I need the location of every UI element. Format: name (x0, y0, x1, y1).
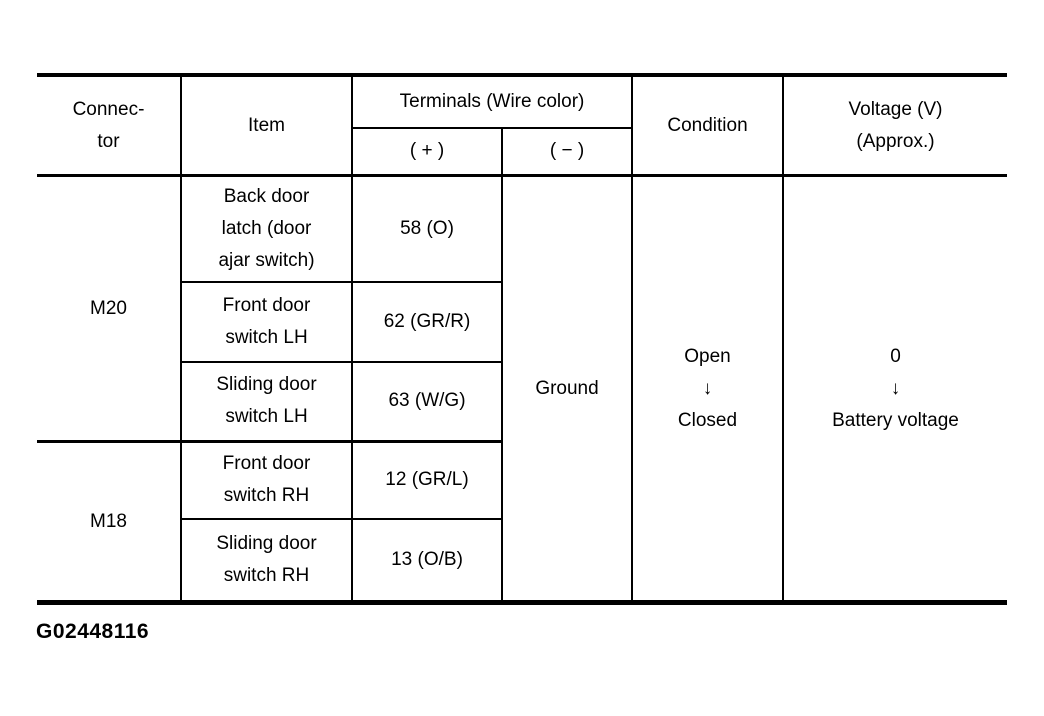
table-row: Sliding door switch RH 13 (O/B) (37, 517, 1007, 605)
header-terminal-minus: ( − ) (501, 126, 633, 177)
cell-terminal-plus: 63 (W/G) (351, 360, 503, 443)
header-terminals: Terminals (Wire color) (351, 73, 633, 129)
cell-item: Front door switch LH (180, 280, 353, 363)
cell-terminal-minus-ground: Ground (501, 174, 633, 605)
cell-item: Sliding door switch LH (180, 360, 353, 443)
cell-terminal-plus: 62 (GR/R) (351, 280, 503, 363)
cell-item: Front door switch RH (180, 440, 353, 520)
table-row: Front door switch LH 62 (GR/R) (37, 280, 1007, 363)
cell-terminal-plus: 13 (O/B) (351, 517, 503, 605)
cell-connector-m20: M20 (37, 174, 182, 443)
cell-terminal-plus: 58 (O) (351, 174, 503, 283)
table-row: M18 Front door switch RH 12 (GR/L) (37, 440, 1007, 605)
cell-voltage: 0 ↓ Battery voltage (782, 174, 1007, 605)
table-row: Sliding door switch LH 63 (W/G) (37, 360, 1007, 443)
header-condition: Condition (631, 73, 784, 177)
table-row: M20 Back door latch (door ajar switch) 5… (37, 174, 1007, 605)
cell-condition: Open ↓ Closed (631, 174, 784, 605)
header-voltage: Voltage (V) (Approx.) (782, 73, 1007, 177)
header-terminal-plus: ( + ) (351, 126, 503, 177)
header-item: Item (180, 73, 353, 177)
figure-id-label: G02448116 (36, 620, 150, 643)
voltage-spec-table: Connec- tor Item Terminals (Wire color) … (37, 73, 1007, 605)
cell-terminal-plus: 12 (GR/L) (351, 440, 503, 520)
cell-item: Back door latch (door ajar switch) (180, 174, 353, 283)
header-connector: Connec- tor (37, 73, 182, 177)
cell-item: Sliding door switch RH (180, 517, 353, 605)
cell-connector-m18: M18 (37, 440, 182, 605)
